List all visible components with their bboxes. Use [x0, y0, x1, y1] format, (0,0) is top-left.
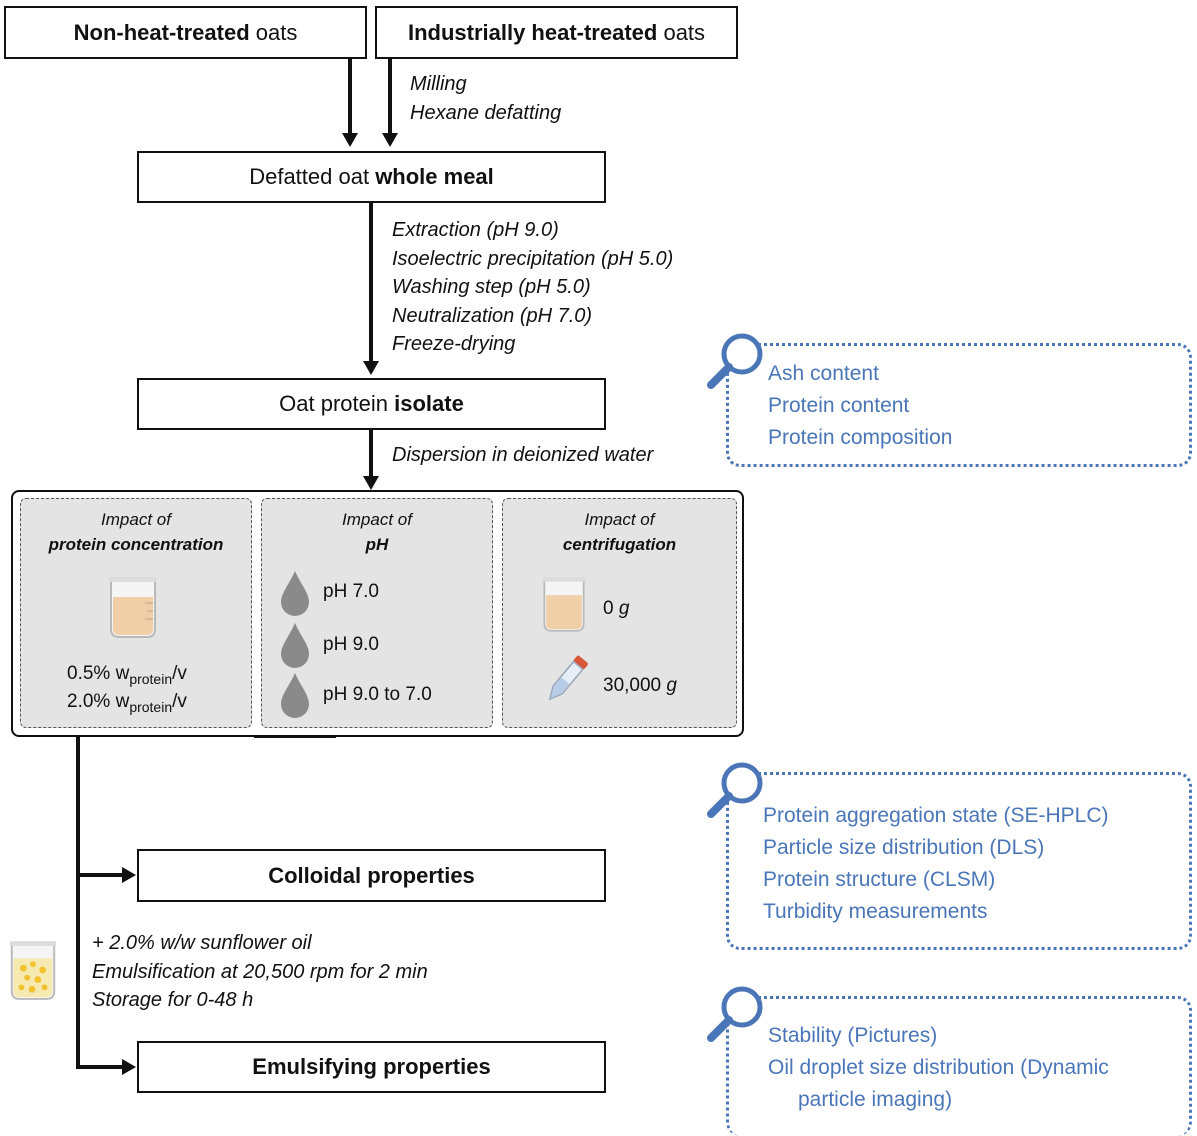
drop-icon — [281, 623, 309, 668]
cent-v1-num: 0 — [603, 598, 619, 619]
analysis-list-colloidal: Protein aggregation state (SE-HPLC) Part… — [763, 800, 1109, 928]
analysis-list-isolate: Ash content Protein content Protein comp… — [768, 358, 952, 454]
conc-v2-pre: 2.0% w — [67, 691, 130, 712]
arrow-line-dispersion — [369, 430, 373, 478]
arrow-line-extraction — [369, 203, 373, 363]
panel-title-pre: Impact of — [342, 510, 412, 529]
cent-v2-num: 30,000 — [603, 675, 667, 696]
arrow-head-right — [382, 133, 398, 147]
analysis-item: Stability (Pictures) — [768, 1024, 938, 1047]
analysis-item: particle imaging) — [798, 1088, 953, 1111]
label-rest: oats — [249, 19, 298, 45]
step: Emulsification at 20,500 rpm for 2 min — [92, 960, 428, 983]
magnifier-icon — [707, 333, 763, 389]
step: Isoelectric precipitation (pH 5.0) — [392, 247, 674, 270]
panel-title-bold: centrifugation — [562, 535, 677, 554]
panel-title-bold: protein concentration — [48, 535, 224, 554]
analysis-list-emulsifying: Stability (Pictures) Oil droplet size di… — [768, 1020, 1109, 1116]
conc-v1-sub: protein — [129, 670, 173, 687]
analysis-item: Protein composition — [768, 426, 953, 449]
conc-v1-pre: 0.5% w — [67, 663, 130, 684]
cent-value-2: 30,000 g — [603, 675, 677, 697]
arrow-head-emulsifying — [122, 1059, 136, 1075]
step: Dispersion in deionized water — [392, 444, 654, 466]
analysis-item: Ash content — [768, 362, 879, 385]
lower-main-line — [76, 737, 80, 1069]
emulsion-beaker-icon — [9, 941, 57, 1000]
label-bold: whole meal — [375, 164, 494, 189]
analysis-box-colloidal — [726, 772, 1192, 950]
box-colloidal-properties: Colloidal properties — [137, 849, 606, 902]
step: Milling — [410, 73, 467, 95]
step: + 2.0% w/w sunflower oil — [92, 932, 312, 954]
ph-item-1: pH 7.0 — [323, 581, 379, 602]
label-pre: Defatted oat — [249, 164, 376, 189]
beaker-icon — [542, 577, 586, 632]
box-non-heat-treated-oats: Non-heat-treated oats — [4, 6, 367, 59]
arrow-head-left — [342, 133, 358, 147]
branch-colloidal — [76, 873, 124, 877]
magnifier-icon — [707, 762, 763, 818]
conc-v2-sub: protein — [129, 698, 173, 715]
branch-emulsifying — [76, 1065, 124, 1069]
panel-title: Impact of centrifugation — [503, 507, 736, 557]
label-bold: Non-heat-treated — [73, 19, 250, 45]
arrow-head-colloidal — [122, 867, 136, 883]
beaker-icon — [109, 577, 157, 638]
conc-v1-post: /v — [172, 663, 187, 684]
box-emulsifying-properties: Emulsifying properties — [137, 1041, 606, 1093]
analysis-item: Protein content — [768, 394, 910, 417]
step: Neutralization (pH 7.0) — [392, 304, 593, 327]
analysis-item: Oil droplet size distribution (Dynamic — [768, 1056, 1109, 1079]
label-bold: isolate — [394, 391, 464, 416]
label-bold: Industrially heat-treated — [407, 19, 658, 45]
panel-title: Impact of protein concentration — [21, 507, 251, 557]
centrifuge-tube-icon — [548, 655, 588, 701]
panel-ph: Impact of pH pH 7.0 pH 9.0 pH 9.0 to 7.0 — [261, 498, 493, 728]
conc-value-1: 0.5% wprotein/v — [67, 663, 187, 687]
ph-item-2: pH 9.0 — [323, 634, 379, 655]
box-heat-treated-oats: Industrially heat-treated oats — [375, 6, 738, 59]
conc-v2-post: /v — [172, 691, 187, 712]
container-bottom-mark — [254, 735, 336, 738]
label-pre: Oat protein — [279, 391, 395, 416]
step: Washing step (pH 5.0) — [392, 276, 591, 298]
drop-icon — [281, 673, 309, 718]
box-protein-isolate: Oat protein isolate — [137, 378, 606, 430]
cent-v1-unit: g — [618, 598, 630, 619]
arrow-line-left — [348, 59, 352, 135]
steps-extraction: Extraction (pH 9.0) Isoelectric precipit… — [392, 216, 673, 359]
cent-v2-unit: g — [666, 675, 677, 696]
step: Extraction (pH 9.0) — [392, 219, 559, 241]
steps-emulsion: + 2.0% w/w sunflower oil Emulsification … — [92, 929, 428, 1015]
panel-title: Impact of pH — [262, 507, 492, 557]
drop-icon — [281, 571, 309, 616]
arrow-line-right — [388, 59, 392, 135]
label-rest: oats — [657, 19, 706, 45]
box-defatted-meal: Defatted oat whole meal — [137, 151, 606, 203]
cent-value-1: 0 g — [603, 598, 629, 620]
arrow-head-dispersion — [363, 476, 379, 490]
panel-protein-concentration: Impact of protein concentration 0.5% wpr… — [20, 498, 252, 728]
panel-title-pre: Impact of — [101, 510, 171, 529]
panel-title-pre: Impact of — [584, 510, 655, 529]
ph-item-3: pH 9.0 to 7.0 — [323, 684, 432, 705]
analysis-item: Turbidity measurements — [763, 900, 988, 923]
analysis-box-emulsifying — [726, 996, 1192, 1136]
analysis-item: Protein structure (CLSM) — [763, 868, 996, 891]
step: Hexane defatting — [410, 101, 562, 124]
step: Storage for 0-48 h — [92, 989, 254, 1011]
panel-title-bold: pH — [365, 535, 389, 554]
analysis-item: Particle size distribution (DLS) — [763, 836, 1045, 859]
arrow-head-extraction — [363, 361, 379, 375]
magnifier-icon — [707, 986, 763, 1042]
steps-dispersion: Dispersion in deionized water — [392, 441, 653, 470]
step: Freeze-drying — [392, 333, 516, 355]
analysis-item: Protein aggregation state (SE-HPLC) — [763, 804, 1109, 827]
analysis-box-isolate — [726, 343, 1192, 467]
conc-value-2: 2.0% wprotein/v — [67, 691, 187, 715]
steps-milling: Milling Hexane defatting — [410, 70, 561, 127]
panel-centrifugation: Impact of centrifugation 0 g 30,000 g — [502, 498, 737, 728]
